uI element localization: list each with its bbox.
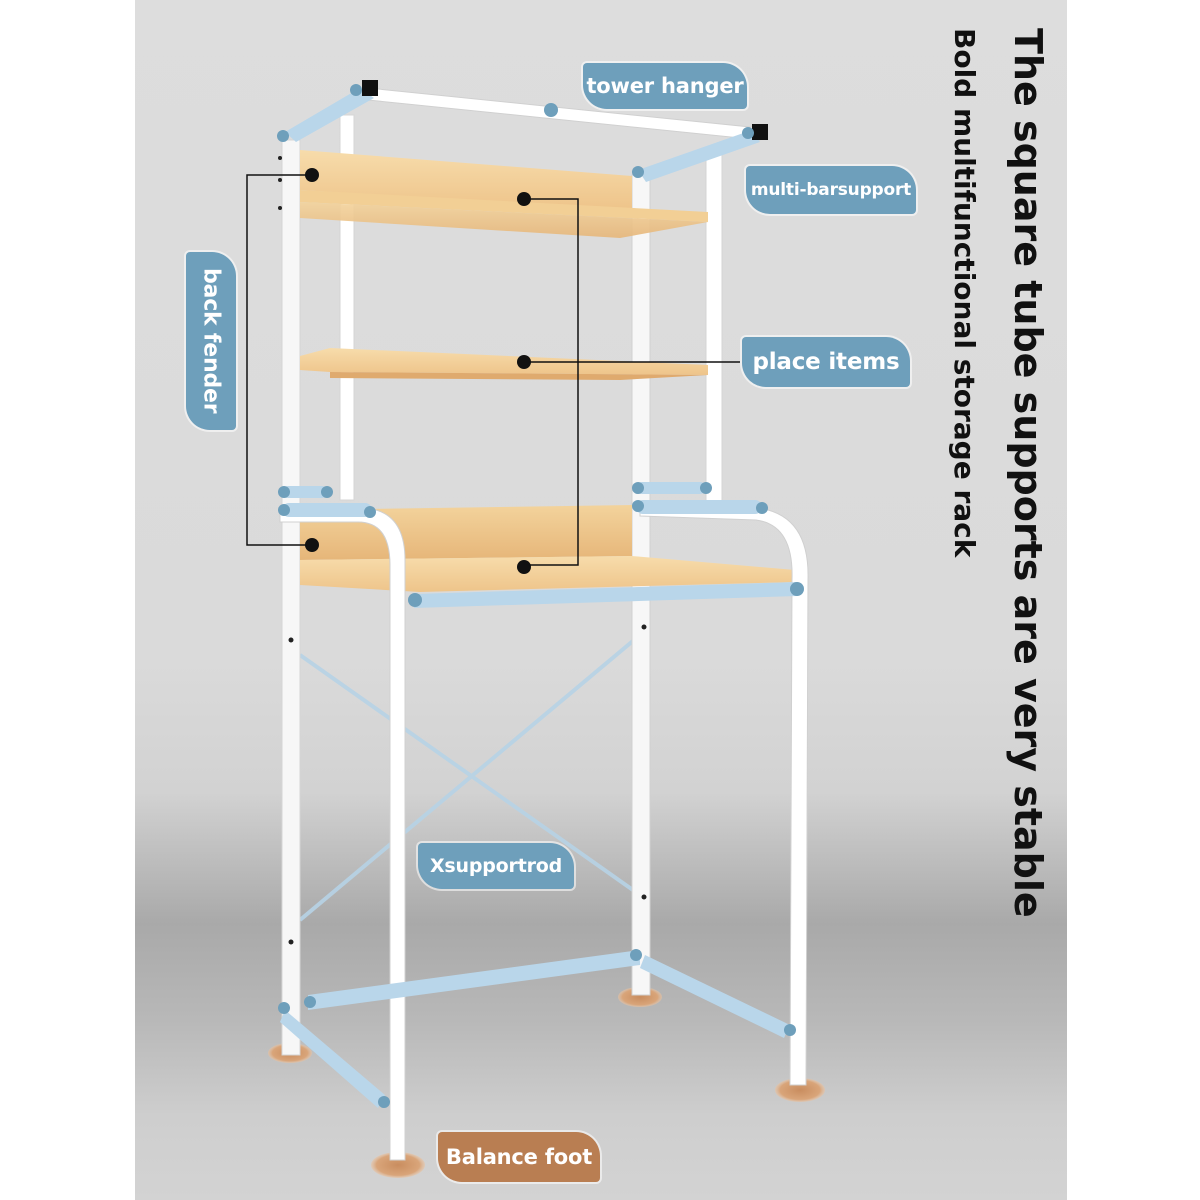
headline-secondary: Bold multifunctional storage rack <box>948 28 981 558</box>
middle-shelf <box>300 348 708 380</box>
tower-hanger-bar <box>277 80 768 182</box>
label-multi-bar-support: multi-barsupport <box>746 166 916 214</box>
front-left-leg <box>279 507 406 1161</box>
top-shelf <box>300 150 708 238</box>
callout-leaders <box>246 174 740 566</box>
x-support-rod <box>298 633 642 922</box>
label-place-items: place items <box>742 337 910 387</box>
back-left-post <box>281 114 355 1056</box>
label-back-fender: back fender <box>186 252 236 430</box>
support-bars <box>280 482 798 1108</box>
callout-dots <box>305 168 531 574</box>
headline-primary: The square tube supports are very stable <box>1006 28 1050 918</box>
bar-joints <box>278 482 804 1108</box>
label-balance-foot: Balance foot <box>438 1132 600 1182</box>
label-x-support-rod: Xsupportrod <box>418 843 574 889</box>
label-tower-hanger: tower hanger <box>583 63 747 109</box>
bolt-holes <box>278 156 647 945</box>
